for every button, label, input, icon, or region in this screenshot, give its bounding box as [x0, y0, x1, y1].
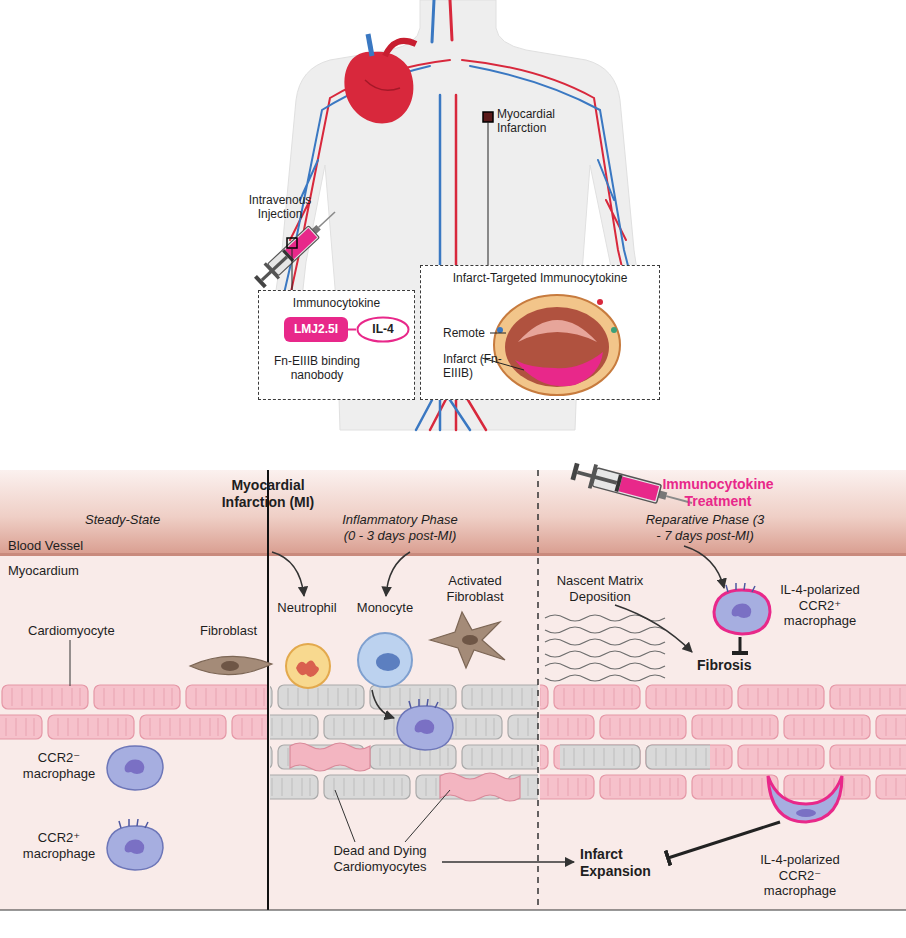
- vessel-wall: [0, 553, 906, 556]
- leader-line: [490, 333, 506, 334]
- box-heading: Immunocytokine: [259, 296, 414, 310]
- box-background: [420, 265, 660, 400]
- dashed-box: Infarct-Targeted ImmunocytokineRemoteInf…: [420, 265, 660, 400]
- cell-label: IL-4-polarized CCR2⁻ macrophage: [750, 852, 850, 899]
- blood-vessel-band: [0, 470, 906, 555]
- inhibitions: [668, 637, 780, 858]
- outcome-label: Infarct Expansion: [580, 846, 670, 880]
- myocardium-region: [0, 470, 906, 910]
- region-label: Myocardium: [8, 563, 108, 579]
- node-text: LMJ2.5I: [284, 317, 348, 342]
- cell-label: Cardiomyocyte: [28, 623, 128, 639]
- cell-label: Dead and Dying Cardiomyocytes: [320, 843, 440, 874]
- region-label: Blood Vessel: [8, 538, 108, 554]
- il4-macrophage-cup: [768, 776, 842, 822]
- phase-label: Reparative Phase (3 - 7 days post-MI): [644, 512, 766, 543]
- callout-label: Intravenous Injection: [240, 193, 320, 222]
- callout-label: Myocardial Infarction: [497, 107, 577, 136]
- node-text: IL-4: [356, 316, 410, 343]
- cell-label: CCR2⁺ macrophage: [20, 830, 98, 861]
- panel-border: [0, 910, 906, 911]
- cell-label: Neutrophil: [267, 600, 347, 616]
- cell-label: Monocyte: [345, 600, 425, 616]
- heart-cross-section: [494, 295, 620, 395]
- callout-marker: [287, 238, 297, 248]
- treatment-heading: Immunocytokine Treatment: [658, 476, 778, 510]
- box-heading: Infarct-Targeted Immunocytokine: [421, 271, 659, 285]
- leader-line: [488, 122, 489, 265]
- leader-line: [292, 248, 293, 290]
- phase-divider: [537, 470, 539, 910]
- cardiomyocyte-rows: [540, 682, 906, 802]
- nanobody-box: LMJ2.5I: [284, 317, 348, 342]
- dashed-box: ImmunocytokineFn-EIIIB binding nanobody L…: [258, 290, 415, 400]
- cell-label: CCR2⁻ macrophage: [20, 750, 98, 781]
- cell-label: Fibroblast: [200, 623, 280, 639]
- process-label: Nascent Matrix Deposition: [545, 573, 655, 604]
- heart: [344, 34, 416, 123]
- phase-label: Steady-State: [85, 512, 195, 528]
- dying-cardiomyocyte: [290, 743, 370, 771]
- infarct-marker: [483, 112, 493, 122]
- region-label: Remote: [443, 326, 503, 340]
- body-silhouette: [262, 0, 654, 430]
- fibroblast: [190, 656, 272, 674]
- phase-divider: [267, 470, 269, 910]
- dying-cardiomyocyte: [440, 773, 520, 801]
- event-heading: Myocardial Infarction (MI): [208, 477, 328, 511]
- component-label: Fn-EIIIB binding nanobody: [261, 354, 373, 383]
- cardiomyocyte-rows: [0, 682, 268, 742]
- region-label: Infarct (Fn-EIIIB): [443, 352, 513, 381]
- phase-label: Inflammatory Phase (0 - 3 days post-MI): [339, 512, 461, 543]
- activated-fibroblast: [430, 612, 505, 668]
- cell-label: IL-4-polarized CCR2⁺ macrophage: [770, 582, 870, 629]
- outcome-label: Fibrosis: [697, 657, 777, 674]
- neutrophil: [286, 644, 330, 688]
- dead-cardiomyocyte-rows: [270, 682, 538, 802]
- arrows: [70, 546, 724, 862]
- dead-cardiomyocyte-rows: [560, 742, 710, 772]
- cytokine-ellipse: IL-4: [356, 316, 410, 343]
- nascent-matrix: [545, 615, 665, 681]
- monocyte: [358, 633, 412, 687]
- cell-label: Activated Fibroblast: [435, 573, 515, 604]
